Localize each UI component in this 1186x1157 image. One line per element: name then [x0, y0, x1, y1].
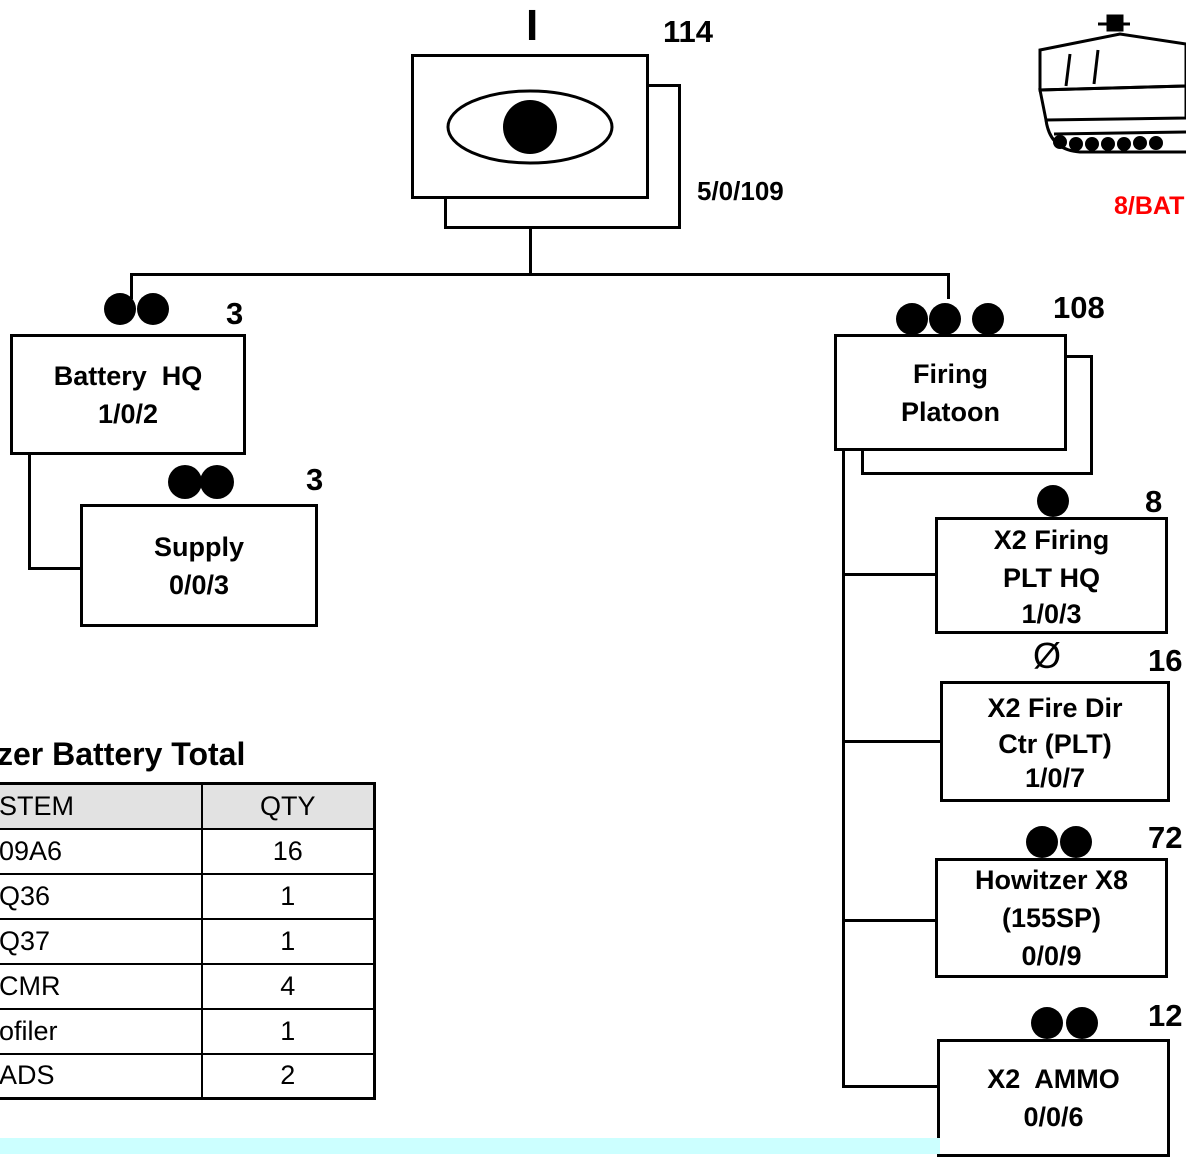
battery-total-title: zer Battery Total	[0, 736, 245, 773]
echelon-dot	[1031, 1007, 1063, 1039]
column-header-system: STEM	[0, 784, 202, 829]
firing-platoon-name-line2: Platoon	[901, 393, 1000, 431]
echelon-dot	[1037, 485, 1069, 517]
echelon-dot	[1060, 826, 1092, 858]
echelon-dot	[929, 303, 961, 335]
battery-hq-strength: 3	[226, 296, 243, 332]
branch-fdc	[842, 740, 942, 743]
table-row: ofiler 1	[0, 1009, 375, 1054]
column-header-qty: QTY	[202, 784, 375, 829]
howitzer-line2: (155SP)	[1002, 899, 1101, 937]
branch-howitzer	[842, 919, 938, 922]
table-row: 09A6 16	[0, 829, 375, 874]
supply-strength: 3	[306, 462, 323, 498]
qty-cell: 1	[202, 1009, 375, 1054]
firing-platoon-name-line1: Firing	[913, 355, 988, 393]
company-echelon-marker: I	[526, 2, 538, 50]
x2-firing-hq-box: X2 Firing PLT HQ 1/0/3	[935, 517, 1168, 634]
echelon-dot	[896, 303, 928, 335]
echelon-dot	[200, 465, 234, 499]
footer-band	[0, 1138, 940, 1154]
branch-ammo	[842, 1085, 938, 1088]
echelon-dot	[1026, 826, 1058, 858]
hq-drop-line	[130, 273, 133, 299]
x2-firing-hq-line1: X2 Firing	[994, 521, 1110, 559]
battery-hq-breakdown: 1/0/2	[98, 395, 158, 433]
company-box	[411, 54, 649, 199]
system-cell: Q36	[0, 874, 202, 919]
supply-breakdown: 0/0/3	[169, 566, 229, 604]
eye-icon	[445, 87, 615, 167]
fdc-line2: Ctr (PLT)	[998, 726, 1111, 762]
system-cell: ADS	[0, 1054, 202, 1099]
echelon-dot	[1066, 1007, 1098, 1039]
system-cell: Q37	[0, 919, 202, 964]
table-row: Q37 1	[0, 919, 375, 964]
table-header-row: STEM QTY	[0, 784, 375, 829]
company-breakdown: 5/0/109	[697, 176, 784, 207]
ammo-box: X2 AMMO 0/0/6	[937, 1039, 1170, 1157]
x2-firing-hq-strength: 8	[1145, 484, 1162, 520]
table-row: CMR 4	[0, 964, 375, 1009]
supply-box: Supply 0/0/3	[80, 504, 318, 627]
echelon-dot	[972, 303, 1004, 335]
echelon-dot	[104, 293, 136, 325]
vehicle-caption: 8/BAT	[1114, 192, 1184, 221]
supply-link-vertical	[28, 454, 31, 570]
platoon-trunk-lower	[842, 818, 845, 1088]
table-row: Q36 1	[0, 874, 375, 919]
echelon-dot	[168, 465, 202, 499]
howitzer-line3: 0/0/9	[1021, 937, 1081, 975]
qty-cell: 2	[202, 1054, 375, 1099]
table-row: ADS 2	[0, 1054, 375, 1099]
system-cell: ofiler	[0, 1009, 202, 1054]
company-strength: 114	[663, 14, 713, 50]
x2-firing-hq-line3: 1/0/3	[1021, 597, 1081, 631]
fdc-line3: 1/0/7	[1025, 762, 1085, 794]
branch-x2-firing	[842, 573, 938, 576]
supply-link-horizontal	[28, 567, 83, 570]
company-stem-line	[529, 226, 532, 276]
supply-name: Supply	[154, 528, 244, 566]
firing-platoon-box: Firing Platoon	[834, 334, 1067, 451]
x2-firing-hq-line2: PLT HQ	[1003, 559, 1100, 597]
echelon-dot	[137, 293, 169, 325]
ammo-line1: X2 AMMO	[987, 1060, 1120, 1098]
system-cell: 09A6	[0, 829, 202, 874]
system-cell: CMR	[0, 964, 202, 1009]
howitzer-vehicle-icon	[1010, 10, 1186, 180]
fdc-echelon-symbol: Ø	[1033, 636, 1061, 676]
ammo-line2: 0/0/6	[1023, 1098, 1083, 1136]
fdc-box: X2 Fire Dir Ctr (PLT) 1/0/7	[940, 681, 1170, 802]
firing-platoon-strength: 108	[1053, 290, 1105, 326]
battery-hq-name: Battery HQ	[54, 357, 203, 395]
battery-hq-box: Battery HQ 1/0/2	[10, 334, 246, 455]
qty-cell: 16	[202, 829, 375, 874]
qty-cell: 1	[202, 919, 375, 964]
howitzer-box: Howitzer X8 (155SP) 0/0/9	[935, 858, 1168, 978]
ammo-strength: 12	[1148, 998, 1182, 1034]
platoon-trunk-line	[842, 450, 845, 818]
qty-cell: 4	[202, 964, 375, 1009]
qty-cell: 1	[202, 874, 375, 919]
howitzer-strength: 72	[1148, 820, 1182, 856]
main-branch-line	[130, 273, 950, 276]
platoon-drop-line	[947, 273, 950, 299]
fdc-strength: 16	[1148, 643, 1182, 679]
howitzer-line1: Howitzer X8	[975, 861, 1128, 899]
fdc-line1: X2 Fire Dir	[987, 690, 1122, 726]
battery-total-table: STEM QTY 09A6 16 Q36 1 Q37 1 CMR 4 ofile…	[0, 782, 376, 1100]
